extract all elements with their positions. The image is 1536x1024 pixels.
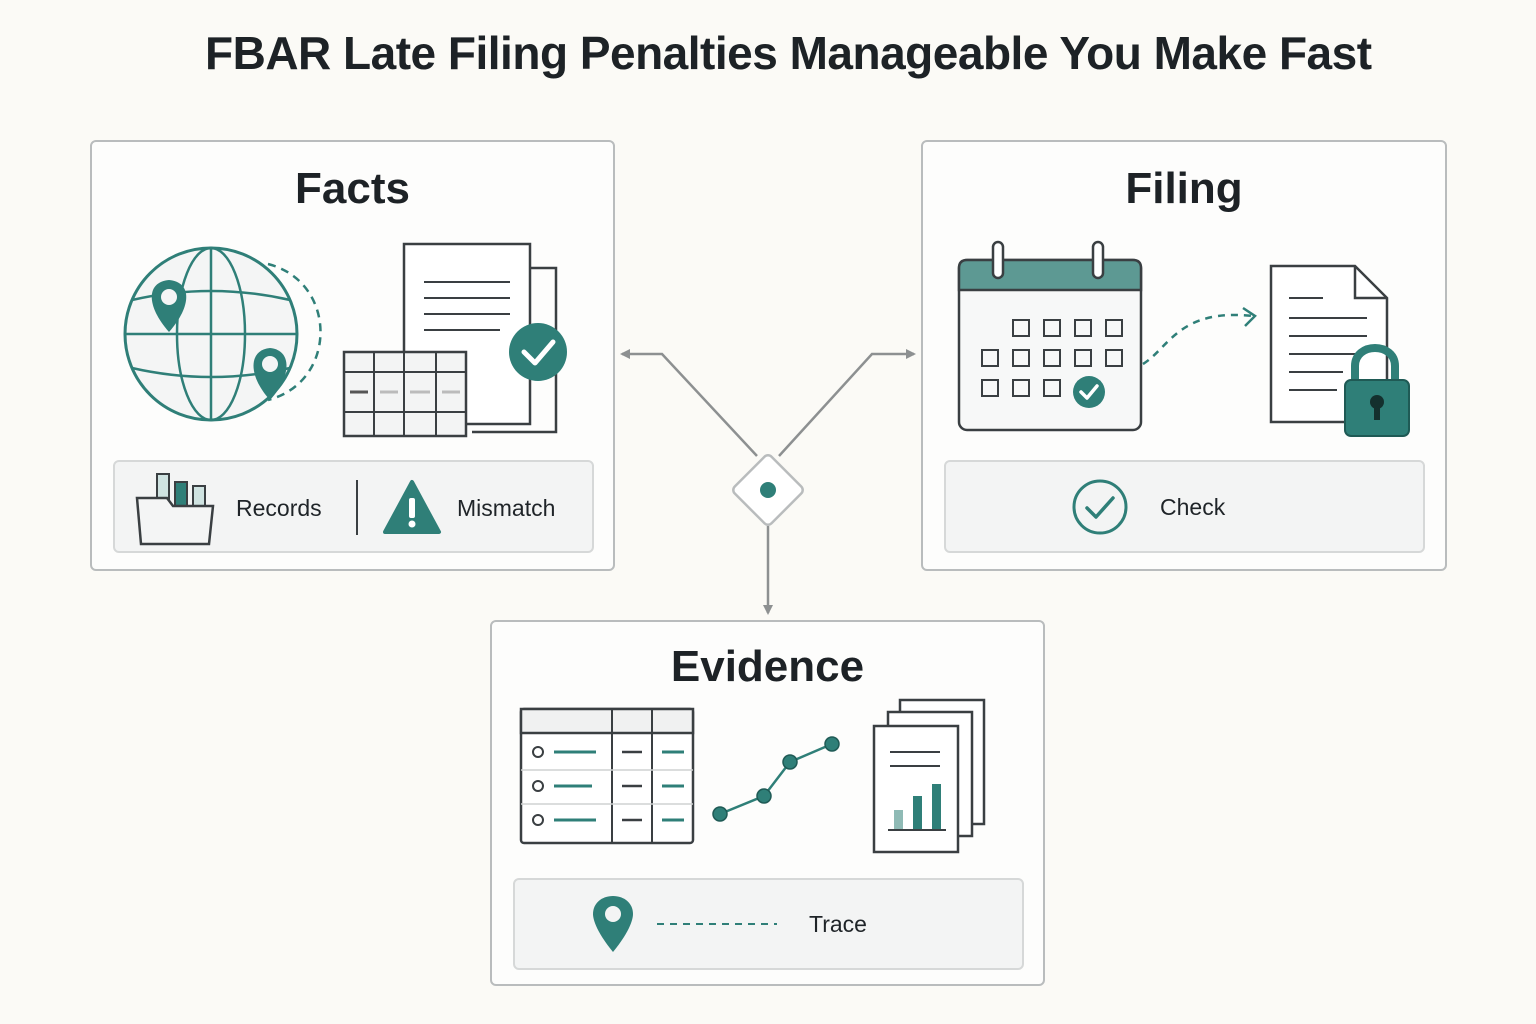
page-title: FBAR Late Filing Penalties Manageable Yo… (205, 27, 1372, 79)
filing-panel: Filing Check (921, 140, 1447, 571)
trace-dashed-line (657, 923, 777, 925)
report-stack-icon (872, 698, 986, 854)
filing-title: Filing (1125, 164, 1243, 213)
evidence-panel: Evidence Trace (490, 620, 1045, 986)
trend-line-icon (712, 736, 840, 822)
globe-pins-icon (123, 246, 322, 422)
check-circle-icon (1072, 479, 1128, 535)
warning-icon (383, 480, 441, 534)
connector-to-filing (778, 349, 916, 457)
document-table-check-icon (342, 242, 567, 438)
strip-divider (356, 480, 358, 535)
map-pin-icon (593, 896, 633, 952)
records-label: Records (236, 495, 322, 521)
connector-to-facts (620, 349, 758, 457)
hub-diamond (732, 454, 804, 526)
dashed-arrow-icon (1142, 306, 1257, 366)
evidence-title: Evidence (670, 642, 865, 691)
locked-document-icon (1269, 264, 1410, 437)
facts-title: Facts (295, 164, 410, 213)
mismatch-label: Mismatch (457, 495, 556, 521)
check-label: Check (1160, 494, 1226, 520)
table-list-icon (519, 707, 695, 845)
evidence-strip: Trace (513, 878, 1024, 970)
facts-panel: Facts (90, 140, 615, 571)
trace-label: Trace (809, 911, 867, 937)
calendar-check-icon (957, 240, 1143, 432)
folder-chart-icon (135, 473, 215, 546)
filing-strip: Check (944, 460, 1425, 553)
facts-strip: Records Mismatch (113, 460, 594, 553)
